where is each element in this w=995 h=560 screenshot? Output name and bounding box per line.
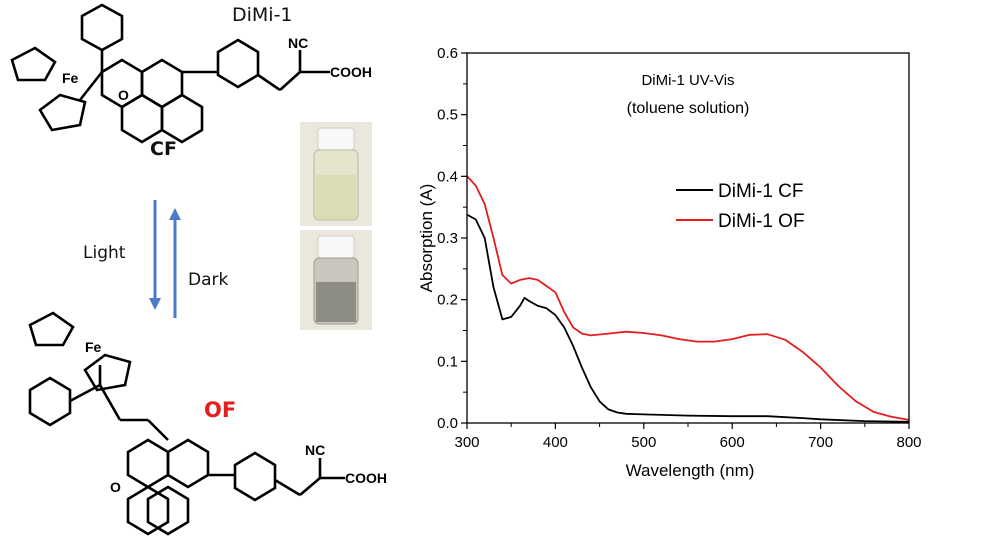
arrow-head-down-icon	[149, 298, 161, 310]
legend-label: DiMi-1 OF	[718, 211, 805, 232]
fe-atom-of: Fe	[85, 339, 102, 355]
open-form-label: OF	[204, 398, 237, 422]
x-tick-label: 700	[808, 434, 833, 451]
light-label: Light	[83, 243, 126, 263]
dark-label: Dark	[188, 270, 229, 290]
y-tick-label: 0.2	[437, 292, 458, 309]
x-tick-label: 600	[720, 434, 745, 451]
closed-form-label: CF	[150, 138, 177, 160]
nc-group-of: NC	[305, 442, 325, 458]
plot-frame	[466, 52, 910, 424]
y-axis-label: Absorption (A)	[417, 184, 436, 293]
y-tick-label: 0.3	[437, 230, 458, 247]
x-tick-label: 300	[454, 434, 479, 451]
y-tick-label: 0.4	[437, 168, 458, 185]
legend: DiMi-1 CF DiMi-1 OF	[676, 181, 805, 232]
o-atom-of: O	[110, 479, 121, 495]
cooh-group-of: COOH	[345, 470, 387, 486]
x-tick-label: 400	[543, 434, 568, 451]
x-tick-label: 800	[896, 434, 921, 451]
series-line-of	[466, 175, 910, 421]
arrow-head-up-icon	[169, 208, 181, 220]
legend-label: DiMi-1 CF	[718, 181, 804, 202]
y-tick-label: 0.1	[437, 353, 458, 370]
vial-open-form	[300, 230, 372, 330]
closed-form-structure	[10, 3, 330, 144]
nc-group-cf: NC	[288, 35, 308, 51]
chart-title: DiMi-1 UV-Vis	[641, 72, 734, 89]
vial-closed-form	[300, 122, 372, 226]
compound-name: DiMi-1	[232, 4, 293, 26]
x-tick-label: 500	[631, 434, 656, 451]
y-tick-label: 0.5	[437, 107, 458, 124]
chart-subtitle: (toluene solution)	[627, 100, 750, 117]
reaction-arrows	[149, 200, 181, 318]
chemical-structures: Fe O NC COOH Fe O NC COOH	[10, 3, 387, 536]
cooh-group-cf: COOH	[330, 64, 372, 80]
x-axis-label: Wavelength (nm)	[626, 461, 755, 480]
series-line-cf	[466, 213, 910, 423]
y-tick-label: 0.0	[437, 415, 458, 432]
o-atom-cf: O	[118, 87, 129, 103]
open-form-structure	[28, 311, 345, 536]
fe-atom-cf: Fe	[62, 70, 79, 86]
y-tick-label: 0.6	[437, 45, 458, 62]
